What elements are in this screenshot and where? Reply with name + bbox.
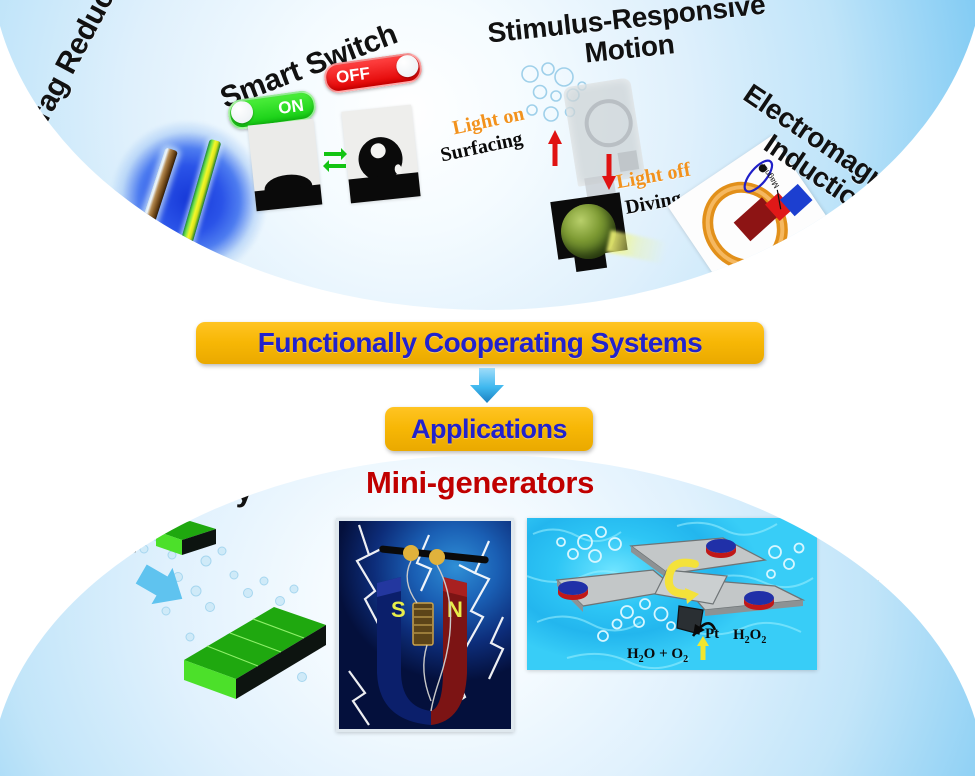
top-arc-ellipsis: ... xyxy=(906,237,952,282)
top-arc-content: Drag Reduction Smart Switch ON OFF xyxy=(0,0,975,310)
mini-generator-scene: S N xyxy=(339,521,511,729)
coil-and-magnet-diagram: Magnet Copper coil xyxy=(702,159,813,291)
arrow-up-icon xyxy=(548,130,562,166)
reversible-arrows-icon xyxy=(323,148,347,172)
self-assembly-diagram xyxy=(63,518,326,699)
magnet-north-top xyxy=(443,577,467,597)
magnet-north-pole xyxy=(431,577,467,725)
coil-device xyxy=(412,602,434,646)
chem-label-products: H2O + O2 xyxy=(627,646,689,665)
flow-down-arrow-icon xyxy=(470,368,504,403)
rotation-arrow-icon xyxy=(743,159,774,193)
oxygen-bubbles-icon xyxy=(556,526,805,642)
bottom-arc-panel: Self-assembly xyxy=(0,455,975,776)
block-single-2 xyxy=(156,521,216,555)
self-assembly-illustration xyxy=(58,515,358,705)
chem-label-pt: Pt xyxy=(705,626,720,642)
magnet-south-pole xyxy=(377,577,431,725)
toggle-knob-icon xyxy=(394,53,420,79)
block-chain xyxy=(184,607,326,699)
rotation-marker xyxy=(758,164,767,173)
stimulus-responsive-illustration xyxy=(508,60,698,273)
micromotor-diagram xyxy=(527,521,814,670)
terminal-left xyxy=(403,545,419,561)
block-single-1 xyxy=(76,529,136,563)
contact-angle-hydrophilic xyxy=(247,118,323,212)
magnet-blue-tip xyxy=(779,183,813,217)
title-banner[interactable]: Functionally Cooperating Systems xyxy=(196,322,764,364)
wire-left xyxy=(406,560,418,604)
wire-bottom xyxy=(423,644,432,702)
rotation-arrow-head xyxy=(685,588,699,604)
rotation-arrow-icon xyxy=(664,558,699,598)
reaction-arrow-head xyxy=(693,624,705,636)
bottom-arc-content: Self-assembly xyxy=(0,455,975,776)
magnet-red-tip xyxy=(764,192,794,221)
terminal-right xyxy=(429,549,445,565)
applications-banner[interactable]: Applications xyxy=(385,407,593,451)
magnet-leader-line xyxy=(776,189,782,210)
label-delivery: Delivery xyxy=(828,473,947,508)
coil-windings xyxy=(414,608,432,634)
oxygen-release-arrow-head xyxy=(697,636,709,646)
electromagnetic-induction-inset: Magnet Copper coil xyxy=(667,135,843,310)
contact-angle-superhydrophobic xyxy=(341,104,421,204)
toggle-on-label: ON xyxy=(277,95,305,119)
water-caustics xyxy=(527,521,814,670)
assembly-arrow-icon xyxy=(135,564,183,605)
coil-leader-line xyxy=(753,258,771,273)
magnet-pole-label-s: S xyxy=(391,597,406,622)
label-mini-generators: Mini-generators xyxy=(366,465,595,500)
delivery-illustration: Pt H2O2 H2O + O2 xyxy=(527,518,817,670)
magnet-red-half xyxy=(733,197,779,242)
top-arc-panel: Drag Reduction Smart Switch ON OFF xyxy=(0,0,975,310)
arrow-down-icon xyxy=(602,154,616,190)
mini-generator-illustration: S N xyxy=(336,518,514,732)
toggle-off-label: OFF xyxy=(334,63,372,88)
toggle-knob-icon xyxy=(229,99,255,125)
light-beam xyxy=(606,230,668,264)
label-self-assembly: Self-assembly xyxy=(48,473,253,508)
bottom-arc-ellipsis: ... xyxy=(876,555,911,588)
magnet-south-top xyxy=(377,577,401,597)
magnet-discs xyxy=(558,539,774,610)
substrate xyxy=(348,172,421,204)
magnet-generator-diagram: S N xyxy=(348,524,505,726)
wire-right xyxy=(430,564,452,712)
chem-label-h2o2: H2O2 xyxy=(733,627,767,646)
coil-lead-wire xyxy=(718,272,736,289)
